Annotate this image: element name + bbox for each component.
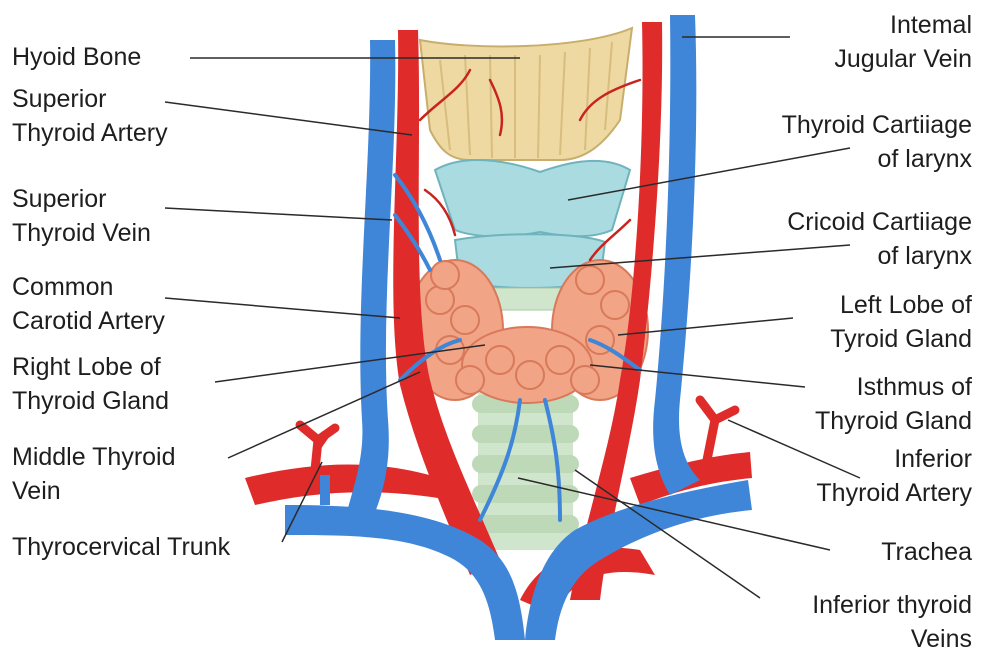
label-left-lobe-thyroid-gland: Left Lobe of Tyroid Gland [830,288,972,356]
label-thyroid-cartilage: Thyroid Cartiiage of larynx [782,108,972,176]
label-trachea: Trachea [881,535,972,569]
label-inferior-thyroid-artery: Inferior Thyroid Artery [816,442,972,510]
label-superior-thyroid-vein: Superior Thyroid Vein [12,182,151,250]
thyroid-cartilage-shape [435,160,630,236]
label-superior-thyroid-artery: Superior Thyroid Artery [12,82,168,150]
label-hyoid-bone: Hyoid Bone [12,40,141,74]
label-middle-thyroid-vein: Middle Thyroid Vein [12,440,176,508]
label-isthmus-thyroid-gland: Isthmus of Thyroid Gland [815,370,972,438]
label-thyrocervical-trunk: Thyrocervical Trunk [12,530,230,564]
label-cricoid-cartilage: Cricoid Cartiiage of larynx [787,205,972,273]
label-common-carotid-artery: Common Carotid Artery [12,270,165,338]
thyrocervical-trunk-shape [300,425,335,470]
vertebral-vein [320,475,330,505]
label-right-lobe-thyroid-gland: Right Lobe of Thyroid Gland [12,350,169,418]
label-internal-jugular-vein: Intemal Jugular Vein [834,8,972,76]
right-internal-jugular-vein [345,40,395,520]
label-inferior-thyroid-veins: Inferior thyroid Veins [812,588,972,648]
trachea-shape [472,380,579,550]
subclavian-artery [245,465,450,506]
hyoid-bone-shape [420,28,632,160]
